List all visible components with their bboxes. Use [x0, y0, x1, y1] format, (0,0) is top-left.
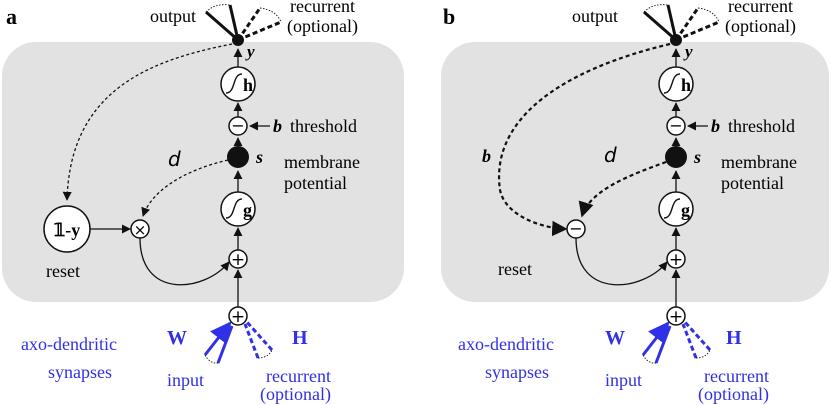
- membrane-line2-b: potential: [721, 173, 784, 193]
- threshold-b-a: b: [273, 116, 282, 136]
- minus-sign-a: −: [231, 116, 244, 135]
- h-label-a: h: [243, 75, 253, 95]
- minus-sign-b: −: [669, 116, 682, 135]
- recurrent-bottom-line1-a: recurrent: [266, 366, 331, 386]
- s-label-a: s: [255, 147, 263, 167]
- plus-lower-a: +: [231, 307, 245, 327]
- W-label-b: W: [605, 327, 625, 349]
- panel-b: b output recurrent (optional) y h − b th…: [441, 0, 829, 405]
- membrane-line2-a: potential: [284, 173, 347, 193]
- input-label-b: input: [605, 370, 642, 390]
- panel-b-background: [441, 42, 829, 302]
- recurrent-bottom-line1-b: recurrent: [704, 366, 769, 386]
- sum-node-lower-a: [228, 306, 248, 326]
- reset-label-a: reset: [46, 261, 80, 281]
- sigmoid-icon: [663, 73, 681, 94]
- sum-node-upper-a: [228, 249, 248, 269]
- membrane-line1-b: membrane: [721, 152, 797, 172]
- threshold-subtract-node-a: [228, 116, 248, 136]
- output-fan-a: [205, 4, 282, 42]
- input-label-a: input: [167, 370, 204, 390]
- decay-arrow-a: [141, 159, 229, 217]
- panel-b-letter: b: [443, 4, 455, 29]
- sigmoid-icon: [225, 198, 243, 219]
- panel-a-letter: a: [6, 4, 17, 29]
- decay-arrow-b: [578, 160, 667, 218]
- y-label-b: y: [683, 42, 693, 61]
- W-label-a: W: [167, 327, 187, 349]
- output-label-a: output: [150, 6, 196, 26]
- output-node-y-a: [232, 34, 244, 46]
- recurrent-top-line2-b: (optional): [725, 16, 796, 37]
- synapse-line2-a: synapses: [48, 362, 112, 382]
- sum-node-upper-b: [666, 249, 686, 269]
- synapse-line1-a: axo-dendritic: [21, 334, 117, 354]
- threshold-label-b: threshold: [728, 116, 795, 136]
- output-node-y-b: [670, 34, 682, 46]
- h-label-b: h: [681, 75, 691, 95]
- recurrent-top-line1-b: recurrent: [728, 0, 793, 16]
- recurrent-top-line2-a: (optional): [287, 16, 358, 37]
- membrane-line1-a: membrane: [284, 152, 360, 172]
- membrane-node-s-a: [227, 146, 249, 168]
- synapse-inputs-a: [203, 319, 274, 364]
- threshold-label-a: threshold: [290, 116, 357, 136]
- plus-lower-b: +: [669, 307, 683, 327]
- d-label-a: d: [168, 147, 181, 171]
- recurrent-top-line1-a: recurrent: [290, 0, 355, 16]
- g-label-a: g: [243, 200, 252, 220]
- reset-label-b: reset: [498, 259, 532, 279]
- synapse-line1-b: axo-dendritic: [458, 334, 554, 354]
- panel-a: a output recurrent (optional) y h − b th…: [2, 0, 404, 405]
- synapse-inputs-b: [641, 319, 712, 364]
- reset-to-sum-arrow-a: [139, 237, 230, 286]
- threshold-subtract-node-b: [666, 116, 686, 136]
- membrane-node-s-b: [665, 146, 687, 168]
- panel-a-background: [2, 42, 404, 302]
- plus-upper-b: +: [669, 250, 683, 270]
- H-label-b: H: [726, 327, 742, 349]
- reset-to-sum-arrow-b: [575, 237, 668, 286]
- sigmoid-icon: [225, 73, 243, 94]
- reset-b-label: b: [482, 146, 491, 166]
- d-label-b: d: [604, 143, 617, 167]
- synapse-line2-b: synapses: [485, 362, 549, 382]
- sigmoid-icon: [663, 198, 681, 219]
- reset-feedback-arrow-a: [62, 43, 233, 201]
- plus-upper-a: +: [231, 250, 245, 270]
- sum-node-lower-b: [666, 306, 686, 326]
- one-minus-y-label-a: 𝟙-y: [54, 220, 80, 240]
- threshold-b-b: b: [711, 116, 720, 136]
- g-label-b: g: [681, 200, 690, 220]
- reset-minus-sign-b: −: [569, 219, 582, 238]
- H-label-a: H: [292, 327, 308, 349]
- recurrent-bottom-line2-a: (optional): [260, 384, 331, 405]
- output-fan-b: [643, 4, 720, 42]
- output-label-b: output: [572, 6, 618, 26]
- times-sign-a: ×: [134, 221, 147, 239]
- y-label-a: y: [245, 42, 255, 61]
- s-label-b: s: [693, 147, 701, 167]
- recurrent-bottom-line2-b: (optional): [698, 384, 769, 405]
